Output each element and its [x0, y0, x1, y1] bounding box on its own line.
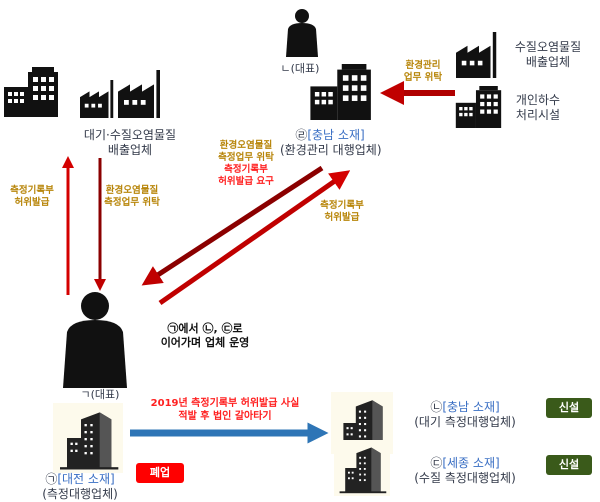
company-a-name: ㉠[대전 소재] [30, 472, 130, 487]
office-building-icon [308, 64, 380, 120]
emitters-label: 대기·수질오염물질 배출업체 [75, 128, 185, 158]
label-line: 업무 위탁 [403, 71, 443, 83]
company-type: (측정대행업체) [42, 487, 118, 501]
label-line: 허위발급 요구 [218, 175, 274, 187]
factory-icon [456, 32, 502, 78]
closed-badge: 폐업 [136, 463, 184, 483]
building-icon [45, 403, 131, 473]
company-type: (수질 측정대행업체) [414, 471, 516, 485]
factory-icon [80, 80, 118, 118]
office-building-icon [4, 66, 64, 118]
label-line: 수질오염물질 [514, 40, 582, 54]
label-line: 적발 후 법인 갈아타기 [178, 410, 272, 422]
new-badge: 신설 [546, 455, 592, 475]
diagonal-up-label: 측정기록부 허위발급 [312, 200, 372, 224]
company-mark: ㉡ [430, 400, 443, 414]
arrow-diagonal-down [141, 165, 324, 286]
operation-note: ㉠에서 ㉡, ㉢로 이어가며 업체 운영 [150, 322, 260, 350]
measure-entrust-label: 환경오염물질 측정업무 위탁 [100, 185, 164, 209]
label-line: 배출업체 [525, 55, 571, 69]
rep-label-b: ㄴ(대표) [280, 62, 320, 75]
label-line: 2019년 측정기록부 허위발급 사실 [150, 398, 300, 409]
transfer-label: 2019년 측정기록부 허위발급 사실 적발 후 법인 갈아타기 [130, 398, 320, 423]
company-location: [충남 소재] [442, 400, 500, 414]
label-line: 측정기록부 [320, 200, 364, 211]
company-c-name: ㉢[세종 소재] [400, 456, 530, 471]
false-record-label: 측정기록부 허위발급 [6, 185, 58, 209]
person-silhouette-icon [50, 288, 140, 388]
factory-icon [118, 70, 166, 118]
label-line: 측정업무 위탁 [218, 151, 274, 163]
label-line: 처리시설 [515, 108, 561, 122]
person-silhouette-icon [282, 6, 322, 58]
label-line: 허위발급 [324, 211, 360, 223]
rep-label-a: ㄱ(대표) [80, 388, 120, 401]
label-line: 이어가며 업체 운영 [160, 335, 250, 349]
office-building-icon [455, 86, 507, 128]
company-c-label: ㉢[세종 소재] (수질 측정대행업체) [400, 456, 530, 486]
company-mark: ㉣ [295, 128, 308, 142]
company-mark: ㉢ [430, 456, 443, 470]
label-line: 측정기록부 [224, 163, 268, 175]
company-location: [세종 소재] [442, 456, 500, 470]
label-line: 측정기록부 [10, 185, 54, 196]
label-line: 허위발급 [14, 196, 50, 208]
label-line: 개인하수 [515, 93, 561, 107]
sewage-facility-label: 개인하수 처리시설 [510, 93, 566, 123]
building-icon [330, 440, 394, 496]
mgmt-entrust-label: 환경관리 업무 위탁 [396, 60, 450, 84]
new-badge: 신설 [546, 398, 592, 418]
emitters-label-line: 배출업체 [107, 143, 153, 157]
company-type: (환경관리 대행업체) [280, 143, 382, 157]
company-location: [충남 소재] [307, 128, 365, 142]
label-line: 환경관리 [405, 60, 441, 71]
company-location: [대전 소재] [57, 472, 115, 486]
company-type: (대기 측정대행업체) [414, 415, 516, 429]
company-b-name: ㉡[충남 소재] [400, 400, 530, 415]
emitters-label-line: 대기·수질오염물질 [83, 128, 177, 142]
arrow-diagonal-up [158, 170, 351, 306]
company-b-label: ㉡[충남 소재] (대기 측정대행업체) [400, 400, 530, 430]
label-line: 환경오염물질 [105, 185, 159, 196]
company-mark: ㉠ [45, 472, 58, 486]
label-line: ㉠에서 ㉡, ㉢로 [167, 322, 243, 335]
water-emitter-label: 수질오염물질 배출업체 [502, 40, 594, 70]
diagonal-down-label: 환경오염물질 측정업무 위탁 측정기록부 허위발급 요구 [205, 140, 287, 188]
company-a-label: ㉠[대전 소재] (측정대행업체) [30, 472, 130, 502]
company-d-label: ㉣[충남 소재] (환경관리 대행업체) [280, 128, 382, 158]
label-line: 환경오염물질 [219, 140, 273, 151]
company-d-name: ㉣[충남 소재] [280, 128, 380, 143]
label-line: 측정업무 위탁 [104, 196, 160, 208]
